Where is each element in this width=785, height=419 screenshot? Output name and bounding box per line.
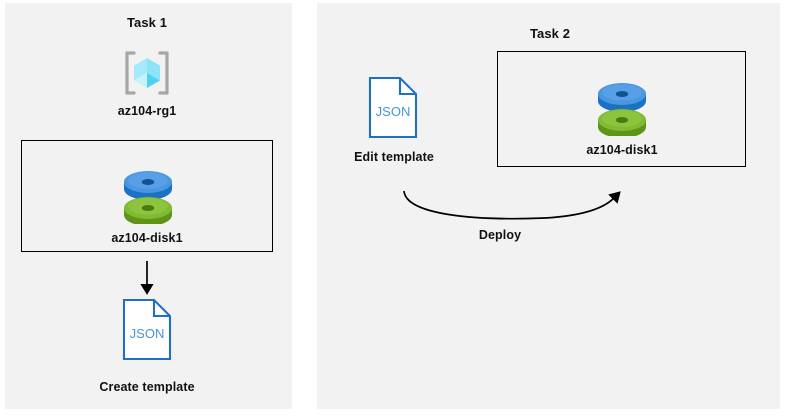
task-1-resource-label: az104-disk1 (111, 231, 183, 245)
task-2-scope-box (497, 51, 746, 167)
resource-group-icon (123, 50, 171, 96)
json-file-icon: JSON (122, 298, 172, 361)
json-file-type-text: JSON (130, 326, 165, 341)
json-file-icon: JSON (368, 76, 418, 139)
managed-disk-icon (594, 78, 650, 138)
resource-group-label: az104-rg1 (117, 104, 177, 118)
task-2-title: Task 2 (529, 26, 571, 41)
deploy-arrow-label: Deploy (478, 228, 522, 242)
managed-disk-icon (120, 166, 176, 226)
task-2-resource-label: az104-disk1 (586, 143, 658, 157)
task-2-source-label: Edit template (354, 150, 434, 164)
task-1-scope-box (21, 140, 273, 252)
task-1-title: Task 1 (126, 15, 168, 30)
json-file-type-text: JSON (376, 104, 411, 119)
task-1-output-label: Create template (99, 380, 195, 394)
